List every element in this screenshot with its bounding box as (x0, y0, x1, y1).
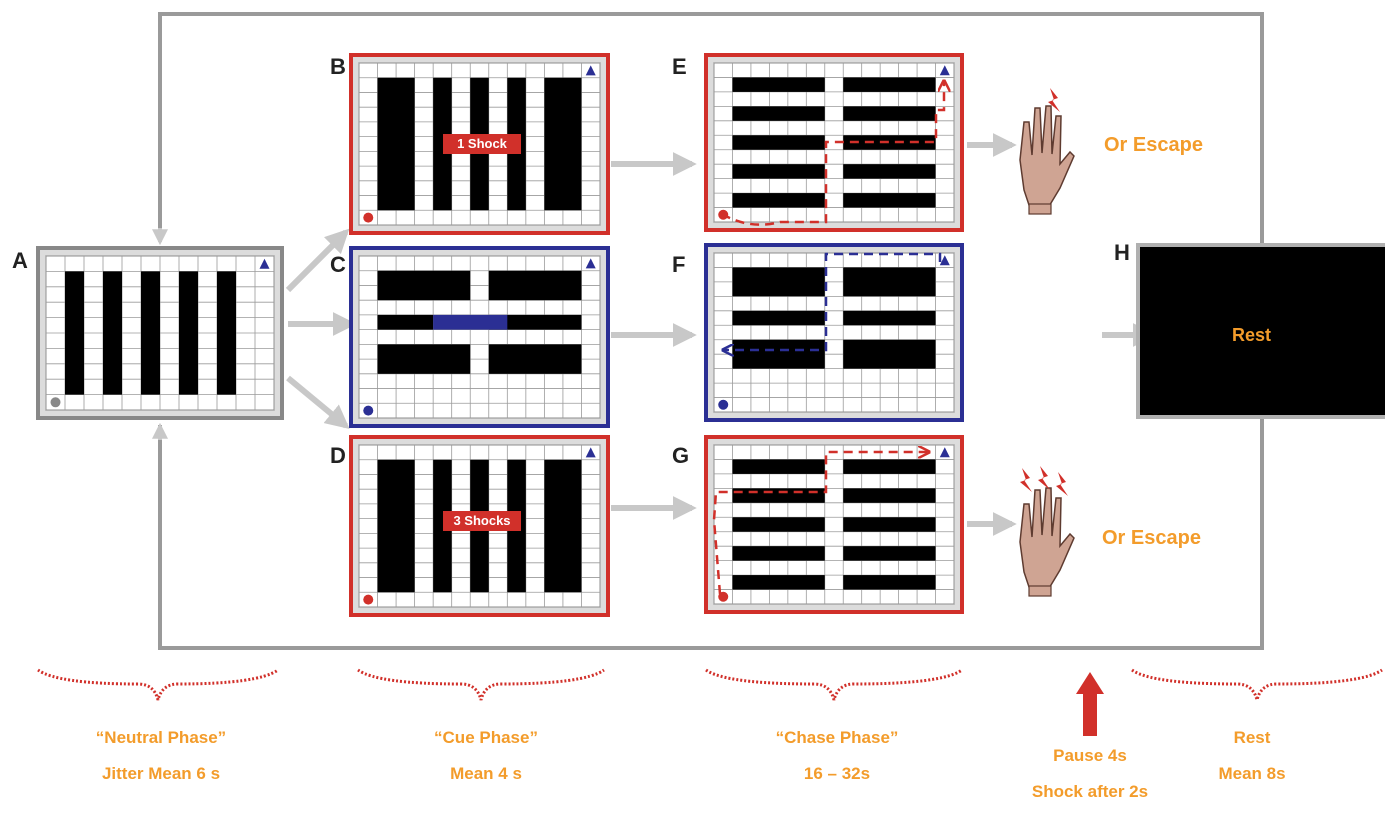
panel-letter-c: C (330, 252, 346, 277)
panel-letter-b: B (330, 54, 346, 79)
cue-one-shock: 1 Shock (443, 134, 521, 154)
panel-letter-g: G (672, 443, 690, 468)
phase-braces (37, 668, 1383, 701)
phase-neutral: “Neutral Phase” Jitter Mean 6 s (41, 720, 281, 792)
loop-frame (158, 12, 1264, 650)
phase-chase-name: “Chase Phase” (775, 728, 899, 747)
panel-letter-e: E (672, 54, 687, 79)
phase-chase-duration: 16 – 32s (803, 764, 871, 783)
escape-label-top: Or Escape (1104, 134, 1203, 156)
phase-rest: Rest Mean 8s (1132, 720, 1372, 792)
chase-path-e (721, 82, 944, 226)
cue-three-shocks: 3 Shocks (443, 511, 521, 531)
rest-screen (1136, 243, 1385, 419)
phase-cue-name: “Cue Phase” (434, 728, 538, 747)
phase-cue-duration: Mean 4 s (450, 764, 522, 783)
goal-triangle-icon (259, 258, 270, 269)
phase-pause: Pause 4s Shock after 2s (970, 738, 1210, 810)
player-dot-icon (363, 405, 374, 416)
panel-letter-h: H (1114, 240, 1130, 265)
phase-chase: “Chase Phase” 16 – 32s (717, 720, 957, 792)
goal-triangle-icon (585, 258, 596, 269)
goal-triangle-icon (939, 255, 950, 266)
maze-panel-c (349, 246, 610, 428)
hand-shock-icon-bottom (1019, 466, 1075, 597)
maze-panel-f (704, 243, 964, 422)
phase-neutral-name: “Neutral Phase” (95, 728, 227, 747)
maze-panel-g (704, 435, 964, 614)
goal-triangle-icon (939, 447, 950, 458)
player-dot-icon (363, 594, 374, 605)
chase-path-g (712, 452, 928, 595)
goal-triangle-icon (585, 65, 596, 76)
player-dot-icon (50, 397, 61, 408)
escape-label-bottom: Or Escape (1102, 527, 1201, 549)
goal-triangle-icon (585, 447, 596, 458)
phase-cue: “Cue Phase” Mean 4 s (366, 720, 606, 792)
maze-panel-a (36, 246, 284, 420)
panel-letter-f: F (672, 252, 686, 277)
player-dot-icon (363, 212, 374, 223)
phase-neutral-duration: Jitter Mean 6 s (101, 764, 221, 783)
chase-path-f (724, 252, 942, 350)
rest-panel-text: Rest (1232, 325, 1272, 345)
panel-letter-d: D (330, 443, 346, 468)
goal-triangle-icon (939, 65, 950, 76)
maze-panel-b (349, 53, 610, 235)
player-dot-icon (718, 591, 729, 602)
phase-rest-name: Rest (1233, 728, 1271, 747)
player-dot-icon (718, 399, 729, 410)
phase-pause-duration: Shock after 2s (1031, 782, 1149, 801)
hand-shock-icon-top (1019, 88, 1075, 215)
phase-pause-name: Pause 4s (1053, 746, 1127, 765)
panel-letter-a: A (12, 248, 28, 273)
phase-rest-duration: Mean 8s (1218, 764, 1286, 783)
pause-arrow (1076, 672, 1104, 736)
maze-panel-e (704, 53, 964, 232)
